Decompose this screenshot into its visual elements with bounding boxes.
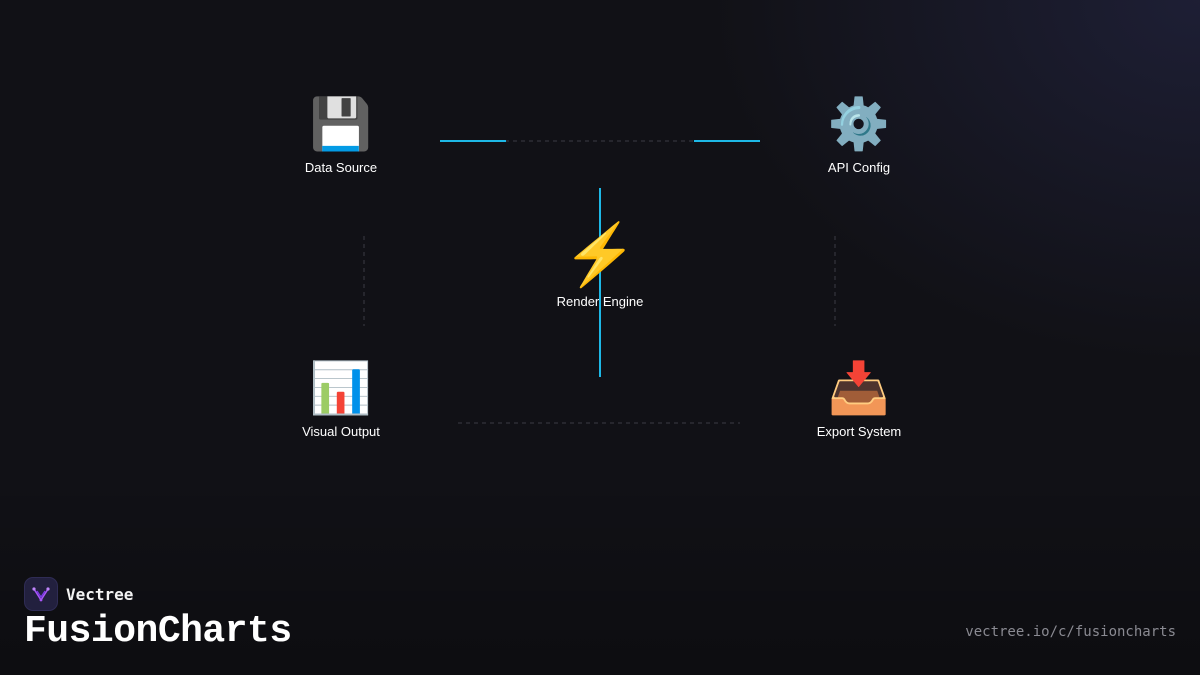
- node-label: API Config: [827, 160, 891, 175]
- inbox-tray-icon: 📥: [827, 360, 891, 416]
- node-label: Export System: [816, 424, 902, 439]
- node-label: Data Source: [304, 160, 378, 175]
- brand-name: Vectree: [66, 584, 134, 604]
- node-label: Render Engine: [556, 294, 644, 309]
- node-label: Visual Output: [302, 424, 380, 439]
- node-render-engine: ⚡ Render Engine: [510, 221, 690, 310]
- lightning-icon: ⚡: [562, 221, 638, 288]
- node-visual-output: 📊 Visual Output: [251, 358, 431, 439]
- bar-chart-icon: 📊: [309, 360, 373, 416]
- product-title: FusionCharts: [24, 610, 292, 653]
- product-url[interactable]: vectree.io/c/fusioncharts: [965, 624, 1176, 640]
- gear-icon: ⚙️: [827, 96, 891, 152]
- brand: Vectree: [24, 577, 133, 611]
- node-export-system: 📥 Export System: [769, 358, 949, 439]
- node-api-config: ⚙️ API Config: [769, 94, 949, 175]
- node-data-source: 💾 Data Source: [251, 94, 431, 175]
- vectree-logo-icon: [24, 577, 58, 611]
- floppy-disk-icon: 💾: [309, 96, 373, 152]
